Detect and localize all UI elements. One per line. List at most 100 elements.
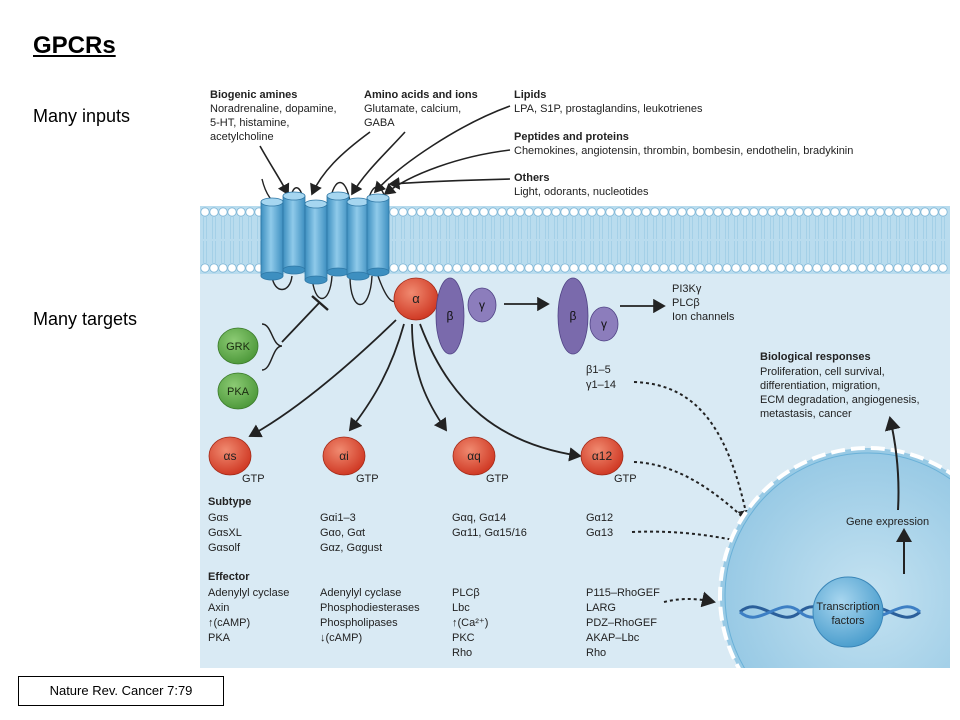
lipid-head [227, 207, 237, 217]
receptor-helix [260, 197, 284, 281]
effector-item: Rho [586, 647, 606, 659]
lipid-head [209, 207, 219, 217]
peptides-line: Chemokines, angiotensin, thrombin, bombe… [514, 145, 853, 157]
alpha-arrow [419, 323, 582, 462]
lipid-head [839, 263, 849, 273]
alpha-arrow [411, 323, 448, 432]
subtype-item: Gαz, Gαgust [320, 542, 382, 554]
receptor-extracellular-loops [261, 178, 387, 203]
amino-acids-line: Glutamate, calcium, [364, 103, 461, 115]
lipid-head [884, 263, 894, 273]
lipid-head [560, 263, 570, 273]
lipid-head [506, 263, 516, 273]
lipid-head [623, 207, 633, 217]
pka-node: PKA [217, 372, 259, 410]
lipid-head [848, 207, 858, 217]
effector-item: PKA [208, 632, 231, 644]
transcription-factors-node: Transcription factors [812, 576, 884, 648]
gtp-label: GTP [242, 473, 265, 485]
gene-expression-label: Gene expression [846, 516, 929, 528]
lipid-head [740, 207, 750, 217]
lipid-head [497, 263, 507, 273]
lipid-head [587, 263, 597, 273]
lipid-head [614, 263, 624, 273]
lipid-head [641, 207, 651, 217]
lipid-head [731, 207, 741, 217]
effector-item: PLCβ [452, 587, 480, 599]
alpha-arrow [348, 323, 405, 432]
effector-item: P115–RhoGEF [586, 587, 660, 599]
lipid-head [578, 207, 588, 217]
g-gamma-label: γ [479, 298, 485, 312]
lipid-head [461, 207, 471, 217]
subtype-item: Gαsolf [208, 542, 241, 554]
lipid-head [812, 207, 822, 217]
lipid-head [920, 207, 930, 217]
citation-box: Nature Rev. Cancer 7:79 [18, 676, 224, 706]
lipid-head [398, 263, 408, 273]
lipid-head [893, 207, 903, 217]
lipid-head [236, 207, 246, 217]
lipid-head [776, 207, 786, 217]
effector-item: Lbc [452, 602, 470, 614]
response-line: metastasis, cancer [760, 408, 852, 420]
lipid-head [659, 207, 669, 217]
lipid-head [857, 207, 867, 217]
lipids-heading: Lipids [514, 89, 546, 101]
amino-acids-line: GABA [364, 117, 395, 129]
subtype-item: Gα11, Gα15/16 [452, 527, 527, 539]
regulator-bracket [261, 323, 283, 371]
ligand-arrow [351, 131, 406, 196]
lipid-head [938, 207, 948, 217]
subtype-item: Gαs [208, 512, 229, 524]
effector-item: PKC [452, 632, 475, 644]
lipid-head [488, 207, 498, 217]
effector-item: ↑(Ca²⁺) [452, 617, 488, 629]
lipid-head [911, 207, 921, 217]
lipid-head [461, 263, 471, 273]
lipid-head [830, 207, 840, 217]
regulator-inhibition-line [281, 301, 321, 343]
lipid-head [218, 263, 228, 273]
alpha-subunit-label: αq [467, 449, 481, 463]
g-gamma-node: γ [467, 287, 497, 323]
gtp-label: GTP [486, 473, 509, 485]
g-alpha-label: α [412, 291, 420, 306]
lipid-head [533, 207, 543, 217]
lipid-head [722, 263, 732, 273]
input-amino-acids: Amino acids and ions Glutamate, calcium,… [364, 89, 478, 129]
responses-heading: Biological responses [760, 351, 871, 363]
lipid-head [731, 263, 741, 273]
lipid-head [704, 207, 714, 217]
lipid-head [515, 207, 525, 217]
lipid-head [560, 207, 570, 217]
effector-item: Phosphodiesterases [320, 602, 420, 614]
gamma-range-label: γ1–14 [586, 379, 616, 391]
g-beta-node: β [435, 277, 465, 355]
lipid-head [785, 263, 795, 273]
lipid-head [452, 207, 462, 217]
effector-item: Rho [452, 647, 472, 659]
lipid-head [569, 207, 579, 217]
lipid-head [830, 263, 840, 273]
lipids-line: LPA, S1P, prostaglandins, leukotrienes [514, 103, 703, 115]
lipid-head [794, 207, 804, 217]
lipid-head [524, 263, 534, 273]
lipid-head [236, 263, 246, 273]
lipid-head [218, 207, 228, 217]
lipid-head [533, 263, 543, 273]
lipid-head [875, 207, 885, 217]
lipid-head [605, 207, 615, 217]
lipid-head [668, 207, 678, 217]
lipid-head [479, 207, 489, 217]
gtp-label: GTP [356, 473, 379, 485]
lipid-head [524, 207, 534, 217]
lipid-head [389, 263, 399, 273]
response-line: differentiation, migration, [760, 380, 880, 392]
inhibition-bar [311, 295, 329, 311]
response-line: Proliferation, cell survival, [760, 366, 885, 378]
lipid-head [596, 263, 606, 273]
gpcr-receptor [260, 178, 401, 306]
